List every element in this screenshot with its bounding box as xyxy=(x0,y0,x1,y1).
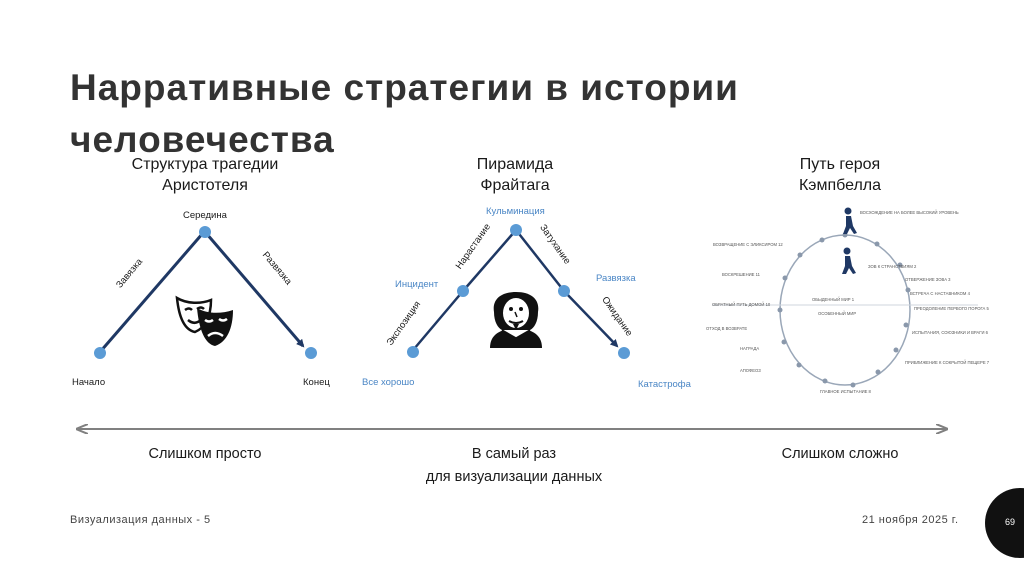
label-climax: Кульминация xyxy=(486,206,545,217)
rise-line xyxy=(98,232,205,353)
shakespeare-icon xyxy=(490,292,542,348)
footer-title: Визуализация данных - 5 xyxy=(70,514,211,526)
footer-date: 21 ноября 2025 г. xyxy=(862,514,959,526)
middle-dot xyxy=(199,226,211,238)
climax-dot xyxy=(510,224,522,236)
scale-middle-line1: В самый раз xyxy=(471,446,557,462)
incident-dot xyxy=(457,285,469,297)
label-catastrophe: Катастрофа xyxy=(638,379,691,390)
svg-text:ПРИБЛИЖЕНИЕ К СОКРЫТОЙ ПЕЩЕРЕ: ПРИБЛИЖЕНИЕ К СОКРЫТОЙ ПЕЩЕРЕ 7 xyxy=(905,360,990,365)
scale-left-label: Слишком просто xyxy=(148,446,262,462)
label-all-good: Все хорошо xyxy=(362,377,415,388)
theater-masks-icon xyxy=(175,295,233,346)
start-dot xyxy=(94,347,106,359)
svg-text:НАГРАДА: НАГРАДА xyxy=(740,346,759,351)
svg-text:ВОЗВРАЩЕНИЕ С ЭЛИКСИРОМ 12: ВОЗВРАЩЕНИЕ С ЭЛИКСИРОМ 12 xyxy=(713,242,783,247)
scale-middle-line2: для визуализации данных xyxy=(425,469,603,485)
svg-text:ОТВЕРЖЕНИЕ ЗОВА 3: ОТВЕРЖЕНИЕ ЗОВА 3 xyxy=(905,277,951,282)
page-number: 69 xyxy=(1005,517,1016,527)
hero-figure-icon xyxy=(842,207,857,274)
freytag-title: Пирамида Фрайтага xyxy=(476,156,554,194)
svg-text:ГЛАВНОЕ ИСПЫТАНИЕ 8: ГЛАВНОЕ ИСПЫТАНИЕ 8 xyxy=(820,389,872,394)
svg-text:ИСПЫТАНИЯ, СОЮЗНИКИ И ВРАГИ 6: ИСПЫТАНИЯ, СОЮЗНИКИ И ВРАГИ 6 xyxy=(912,330,989,335)
svg-text:ОБЫДЕННЫЙ МИР 1: ОБЫДЕННЫЙ МИР 1 xyxy=(812,297,855,302)
svg-text:ОСОБЕННЫЙ МИР: ОСОБЕННЫЙ МИР xyxy=(818,311,856,316)
scale-right-label: Слишком сложно xyxy=(781,446,899,462)
svg-text:ПРЕОДОЛЕНИЕ ПЕРВОГО ПОРОГА 5: ПРЕОДОЛЕНИЕ ПЕРВОГО ПОРОГА 5 xyxy=(914,306,989,311)
resolution-dot xyxy=(558,285,570,297)
freytag-start-dot xyxy=(407,346,419,358)
campbell-title: Путь героя Кэмпбелла xyxy=(798,156,882,194)
aristotle-diagram xyxy=(94,226,317,359)
freytag-diagram xyxy=(407,224,630,359)
label-end: Конец xyxy=(303,377,330,388)
aristotle-title: Структура трагедии Аристотеля xyxy=(131,156,279,194)
svg-text:ВСТРЕЧА С НАСТАВНИКОМ 4: ВСТРЕЧА С НАСТАВНИКОМ 4 xyxy=(910,291,971,296)
fall-arrow xyxy=(204,232,305,348)
campbell-diagram: ВОСХОЖДЕНИЕ НА БОЛЕЕ ВЫСОКИЙ УРОВЕНЬ ВОЗ… xyxy=(706,207,990,394)
journey-stage-dots xyxy=(777,232,911,388)
svg-text:АПОФЕОЗ: АПОФЕОЗ xyxy=(740,368,761,373)
freytag-end-dot xyxy=(618,347,630,359)
end-dot xyxy=(305,347,317,359)
svg-text:ОБРАТНЫЙ ПУТЬ ДОМОЙ 10: ОБРАТНЫЙ ПУТЬ ДОМОЙ 10 xyxy=(712,302,771,307)
journey-upper-label: ВОСХОЖДЕНИЕ НА БОЛЕЕ ВЫСОКИЙ УРОВЕНЬ xyxy=(860,210,959,215)
label-resolution: Развязка xyxy=(596,273,636,284)
label-middle: Середина xyxy=(183,210,227,221)
label-start: Начало xyxy=(72,377,106,388)
svg-text:ВОСКРЕШЕНИЕ 11: ВОСКРЕШЕНИЕ 11 xyxy=(722,272,761,277)
svg-text:ЗОВ К СТРАНСТВИЯМ 2: ЗОВ К СТРАНСТВИЯМ 2 xyxy=(868,264,917,269)
svg-text:ОТХОД В ВОЗВРАТЕ: ОТХОД В ВОЗВРАТЕ xyxy=(706,326,747,331)
page-title: Нарративные стратегии в истории человече… xyxy=(70,67,739,160)
scale-middle-label: В самый раз для визуализации данных xyxy=(404,443,624,489)
label-incident: Инцидент xyxy=(395,279,439,290)
